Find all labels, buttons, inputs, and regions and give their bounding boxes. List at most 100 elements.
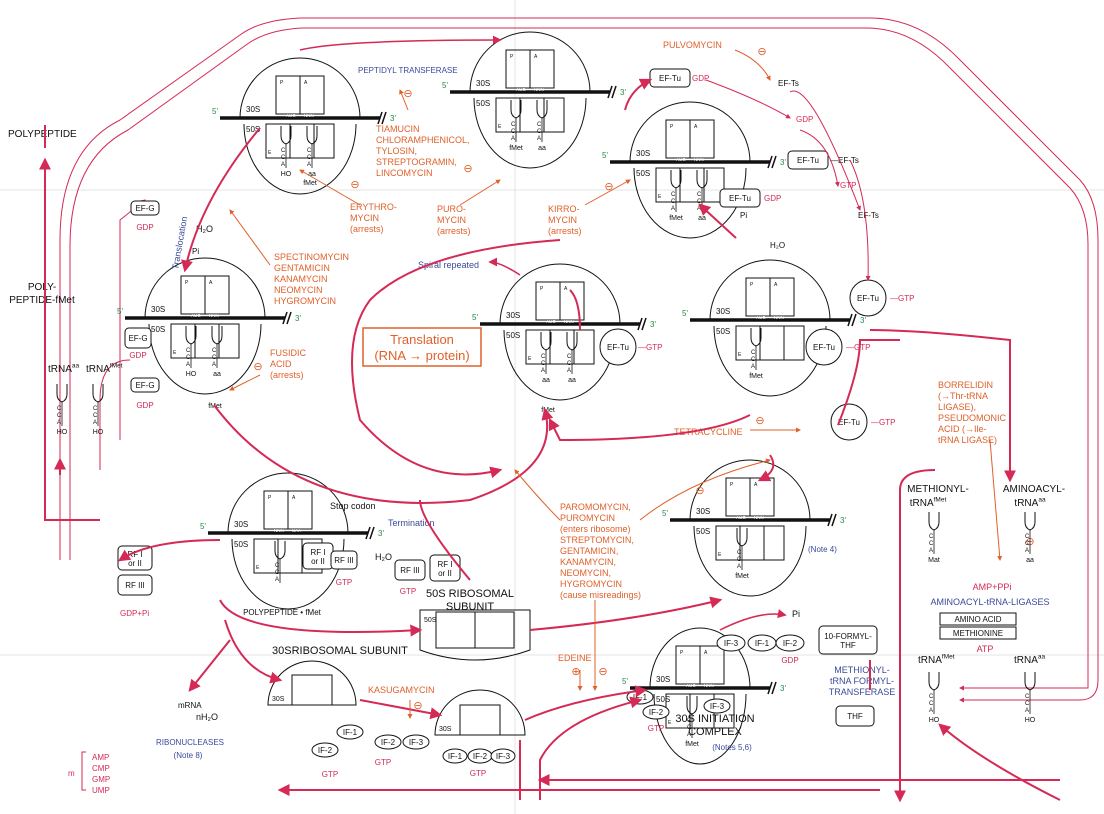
label: C <box>1025 534 1030 540</box>
label: E <box>498 124 502 130</box>
label: 30S <box>696 507 710 516</box>
label: fMet <box>303 180 317 187</box>
label: A <box>537 136 541 142</box>
label: 30S <box>656 675 670 684</box>
label: C <box>567 361 572 367</box>
tiamucin-group: TIAMUCIN <box>376 124 420 134</box>
label: AUG <box>191 313 201 318</box>
label: AUG <box>686 683 696 688</box>
label: C <box>212 348 217 354</box>
label: P <box>280 80 284 86</box>
label: C <box>93 413 98 419</box>
label: RF I <box>310 548 325 557</box>
amino-acid-box <box>939 612 1017 626</box>
label: C <box>537 129 542 135</box>
rf3-released-box: RF III <box>394 559 426 581</box>
atp-label: ATP <box>977 644 994 654</box>
ternary-to-ribosome <box>548 414 751 442</box>
label: NNN <box>534 87 544 92</box>
transferase-arrow <box>299 35 502 51</box>
label: E <box>268 150 272 156</box>
label: EF-Tu <box>607 343 629 352</box>
paromomycin-group: STREPTOMYCIN, <box>560 535 634 545</box>
free-30s-subunit: 30S <box>267 660 357 706</box>
label: 30S <box>636 149 650 158</box>
initiation-complex-label: 30S INITIATION <box>675 713 754 725</box>
label: GTP <box>648 724 664 733</box>
inhibits-symbol: ⊖ <box>403 88 412 100</box>
if1-free: IF-1 <box>336 724 364 740</box>
label: C <box>541 354 546 360</box>
label: aa <box>1026 557 1034 564</box>
puromycin-label: MYCIN <box>437 215 466 225</box>
nucleotide-ump: UMP <box>92 786 110 795</box>
label: A <box>186 362 190 368</box>
fusidic-acid-label: (arrests) <box>270 370 304 380</box>
label: C <box>567 354 572 360</box>
label: EF-Ts <box>858 211 879 220</box>
label: IF-2 <box>473 752 488 761</box>
label: A <box>93 420 97 426</box>
puromycin-label: PURO- <box>437 204 466 214</box>
if2-released: IF-2 <box>775 634 805 652</box>
spectinomycin-arrow <box>229 209 271 266</box>
label: 30S <box>716 307 730 316</box>
label: C <box>751 350 756 356</box>
pathway-arrow <box>99 359 131 470</box>
label: GTP <box>322 770 338 779</box>
label: 10-FORMYL- <box>824 632 872 641</box>
label: IF-1 <box>755 639 770 648</box>
label: 3' <box>650 320 656 329</box>
if2-with-gtp: IF-2 <box>374 734 402 750</box>
borrelidin-group: PSEUDOMONIC <box>938 413 1007 423</box>
label: A <box>929 708 933 714</box>
label: E <box>528 356 532 362</box>
50s-joins-initiation <box>529 596 723 631</box>
fusidic-acid-label: FUSIDIC <box>270 348 307 358</box>
spiral-repeated-arrow <box>488 257 521 276</box>
paromomycin-group: KANAMYCIN, <box>560 557 616 567</box>
pathway-arrow <box>837 339 900 426</box>
label: HO <box>57 429 68 436</box>
50s-subunit-label: SUBUNIT <box>446 601 495 613</box>
label: NNN <box>304 113 314 118</box>
label: 5' <box>682 309 688 318</box>
trna-fmet-label: tRNAfMet <box>86 363 123 376</box>
30s-to-if-complex <box>359 699 443 720</box>
label: A <box>304 80 308 86</box>
label: P <box>670 124 674 130</box>
label: C <box>737 557 742 563</box>
spectinomycin-group: HYGROMYCIN <box>274 296 336 306</box>
eftu-circle-right: EF-Tu <box>805 328 843 366</box>
label: 5' <box>602 151 608 160</box>
label: A <box>697 206 701 212</box>
label: C <box>537 122 542 128</box>
label: aa <box>568 377 576 384</box>
gdp-exchange <box>705 79 791 119</box>
nucleotide-cmp: CMP <box>92 764 110 773</box>
label: GTP <box>336 578 352 587</box>
tiamucin-group: LINCOMYCIN <box>376 168 433 178</box>
paromomycin-group: GENTAMICIN, <box>560 546 618 556</box>
methionyl-trna-label: METHIONYL- <box>907 484 969 495</box>
label: IF-2 <box>318 746 333 755</box>
translocation-loop <box>213 404 554 504</box>
label: C <box>186 348 191 354</box>
label: A <box>671 206 675 212</box>
label: 3' <box>378 529 384 538</box>
pulvomycin-label: PULVOMYCIN <box>663 40 722 50</box>
paromomycin-group: (cause misreadings) <box>560 590 641 600</box>
label: 3' <box>390 114 396 123</box>
label: C <box>307 148 312 154</box>
label: C <box>57 413 62 419</box>
puromycin-arrow <box>459 179 501 206</box>
label: HO <box>929 717 940 724</box>
label: EF-Tu <box>729 194 751 203</box>
label: RF I <box>437 560 452 569</box>
spectinomycin-group: KANAMYCIN <box>274 274 328 284</box>
label: IF-2 <box>381 738 396 747</box>
label: AUG <box>516 87 526 92</box>
label: C <box>1025 541 1030 547</box>
